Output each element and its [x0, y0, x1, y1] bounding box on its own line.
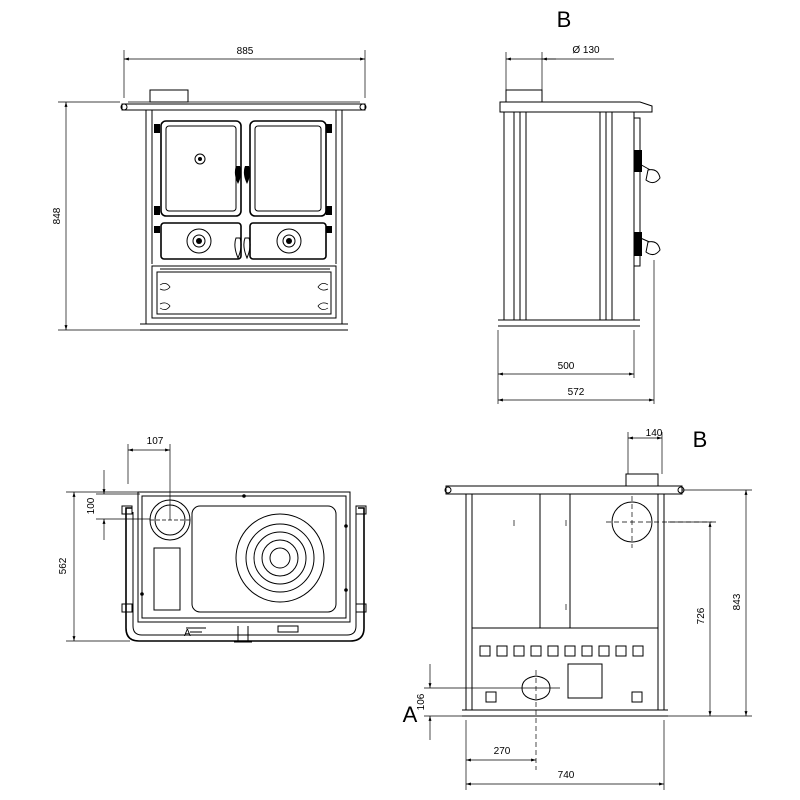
top-view: 107 100 562	[58, 436, 367, 643]
side-depth-label: 500	[558, 361, 575, 372]
front-height-label: 848	[52, 207, 63, 224]
rear-height-label: 843	[732, 593, 743, 610]
side-view: B Ø 130 500 572	[497, 7, 661, 404]
side-flue-label: B	[557, 7, 572, 32]
front-view: 885 848	[52, 46, 367, 331]
front-width-label: 885	[237, 46, 254, 57]
top-flue-offset-y-label: 100	[86, 497, 97, 514]
rear-view: 140 B	[403, 427, 752, 790]
rear-inlet-height-label: 106	[416, 693, 427, 710]
rear-flue-offset-label: 140	[646, 428, 663, 439]
rear-width-label: 740	[558, 770, 575, 781]
side-total-depth-label: 572	[568, 387, 585, 398]
rear-vent-row	[479, 645, 644, 657]
rear-inlet-label: A	[403, 702, 418, 727]
rear-flue-height-label: 726	[696, 607, 707, 624]
rear-flue-label: B	[693, 427, 708, 452]
top-flue-offset-x-label: 107	[147, 436, 164, 447]
svg-text:A: A	[184, 628, 191, 639]
rear-inlet-offset-label: 270	[494, 746, 511, 757]
top-depth-label: 562	[58, 557, 69, 574]
side-flue-diameter-label: Ø 130	[572, 45, 600, 56]
